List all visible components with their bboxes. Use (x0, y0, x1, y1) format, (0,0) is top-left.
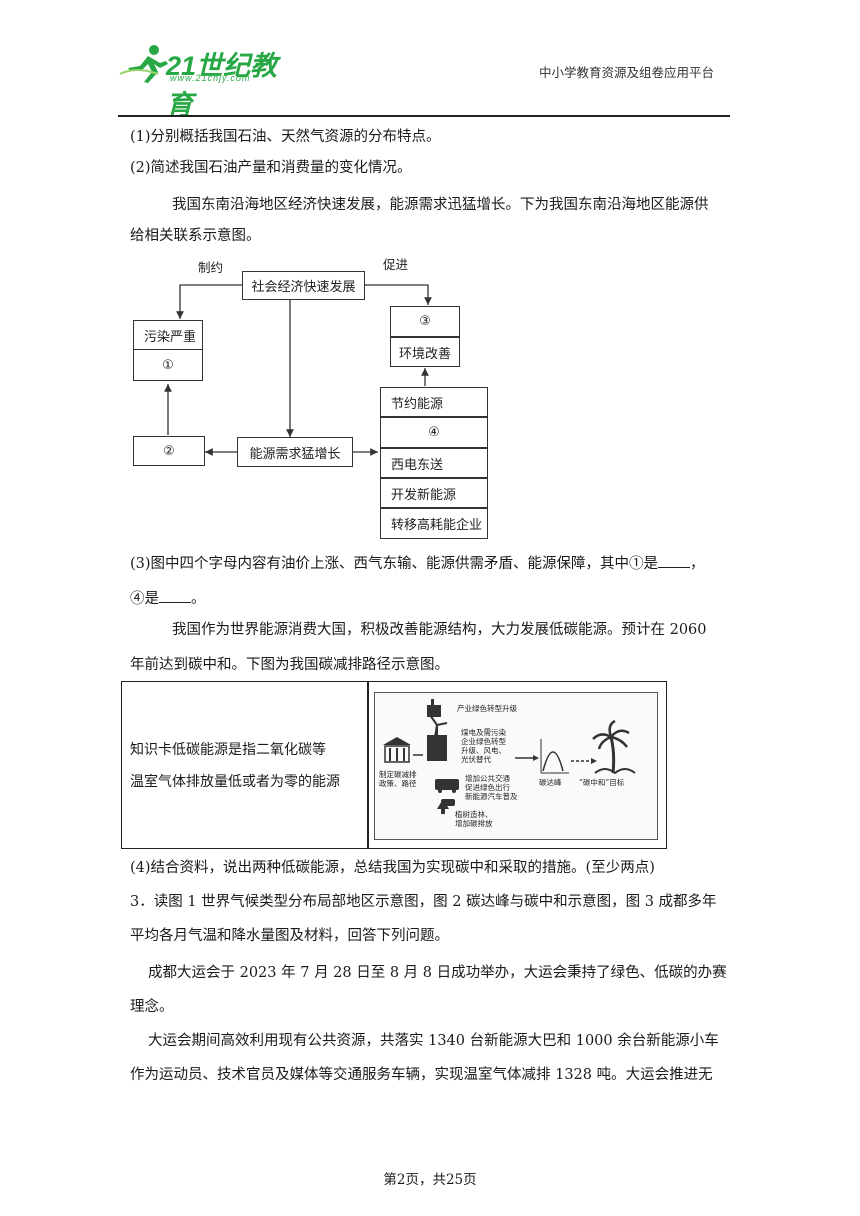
paragraph-2-line-2: 年前达到碳中和。下图为我国碳减排路径示意图。 (130, 657, 449, 673)
box-4: ④ (380, 417, 488, 448)
paragraph-2-line-1: 我国作为世界能源消费大国，积极改善能源结构，大力发展低碳能源。预计在 2060 (172, 622, 707, 638)
header-platform-text: 中小学教育资源及组卷应用平台 (539, 65, 715, 80)
figure-label-plant-2: 增加碳排放 (455, 819, 493, 828)
intro-paragraph-line-1: 我国东南沿海地区经济快速发展，能源需求迅猛增长。下为我国东南沿海地区能源供 (172, 197, 709, 213)
question-3-line-1: (3)图中四个字母内容有油价上涨、西气东输、能源供需矛盾、能源保障，其中①是 ， (130, 553, 705, 574)
figure-label-plant-1: 植树造林、 (455, 810, 493, 819)
factory-icon (427, 699, 441, 717)
question-three-line-2: 平均各月气温和降水量图及材料，回答下列问题。 (130, 928, 449, 944)
answer-blank-1[interactable] (658, 553, 691, 568)
figure-label-neutral: “碳中和”目标 (579, 778, 625, 787)
figure-label-transport-1: 增加公共交通 (465, 774, 510, 783)
question-3-text: (3)图中四个字母内容有油价上涨、西气东输、能源供需矛盾、能源保障，其中①是 (130, 556, 659, 572)
question-3-comma: ， (690, 556, 705, 572)
label-promote: 促进 (383, 257, 409, 272)
logo-url: www.21cnjy.com (170, 73, 251, 83)
box-1: ① (133, 349, 203, 381)
power-plant-icon (427, 735, 447, 761)
box-energy-demand: 能源需求猛增长 (237, 437, 353, 467)
figure-label-policy-2: 政策、路径 (379, 779, 417, 788)
figure-label-peak: 碳达峰 (539, 778, 562, 787)
label-constrain: 制约 (198, 260, 224, 275)
runner-logo-icon (119, 45, 168, 83)
answer-blank-4[interactable] (159, 588, 191, 603)
header-rule (118, 115, 730, 117)
question-2: (2)简述我国石油产量和消费量的变化情况。 (130, 160, 412, 176)
peak-curve-icon (540, 739, 569, 774)
material-2-line-2: 作为运动员、技术官员及媒体等交通服务车辆，实现温室气体减排 1328 吨。大运会… (130, 1067, 713, 1083)
knowledge-card-line-2: 温室气体排放量低或者为零的能源 (130, 774, 340, 790)
question-3-text-2: ④是 (130, 591, 159, 607)
box-environment: 环境改善 (390, 337, 460, 367)
box-pollution: 污染严重 (133, 320, 203, 350)
tree-icon (437, 799, 449, 814)
palm-tree-icon (592, 719, 636, 775)
question-4: (4)结合资料，说出两种低碳能源，总结我国为实现碳中和采取的措施。(至少两点) (130, 860, 655, 876)
box-transfer-industry: 转移高耗能企业 (380, 508, 488, 539)
site-logo: 21世纪教育 www.21cnjy.com (118, 42, 288, 120)
box-social-economy: 社会经济快速发展 (242, 271, 365, 300)
carbon-path-figure: 产业绿色转型升级 煤电及需污染 企业绿色转型 升级、风电、 光伏替代 制定碳减排… (374, 692, 658, 840)
table-divider (367, 681, 369, 849)
carbon-path-graphics (383, 699, 636, 814)
material-1-line-2: 理念。 (130, 999, 174, 1015)
question-3-line-2: ④是 。 (130, 588, 206, 609)
figure-label-transport-2: 促进绿色出行 (465, 783, 510, 792)
knowledge-card-line-1: 知识卡低碳能源是指二氧化碳等 (130, 742, 326, 758)
government-building-icon (383, 737, 411, 763)
page-footer: 第2页，共25页 (383, 1172, 477, 1188)
figure-label-energy-1: 煤电及需污染 (461, 728, 506, 737)
box-west-east: 西电东送 (380, 448, 488, 478)
box-save-energy: 节约能源 (380, 387, 488, 417)
question-1: (1)分别概括我国石油、天然气资源的分布特点。 (130, 129, 441, 145)
diagram-connectors (164, 284, 432, 456)
material-1-line-1: 成都大运会于 2023 年 7 月 28 日至 8 月 8 日成功举办，大运会秉… (148, 965, 727, 981)
material-2-line-1: 大运会期间高效利用现有公共资源，共落实 1340 台新能源大巴和 1000 余台… (148, 1033, 719, 1049)
knowledge-table (121, 681, 667, 849)
logo-text: 21世纪教育 (166, 51, 278, 120)
intro-paragraph-line-2: 给相关联系示意图。 (130, 228, 261, 244)
question-3-period: 。 (191, 591, 206, 607)
box-new-energy: 开发新能源 (380, 478, 488, 508)
box-3: ③ (390, 306, 460, 337)
figure-label-policy-1: 制定碳减排 (379, 770, 417, 779)
figure-label-transport-3: 新能源汽车普及 (465, 792, 518, 801)
figure-label-industry: 产业绿色转型升级 (457, 704, 517, 713)
figure-label-energy-3: 升级、风电、 (461, 746, 506, 755)
question-three-line-1: 3．读图 1 世界气候类型分布局部地区示意图，图 2 碳达峰与碳中和示意图，图 … (130, 894, 717, 910)
energy-flow-diagram: 制约 促进 社会经济快速发展 污染严重 ① ③ 环境改善 ② 能源需求猛增长 节… (125, 252, 495, 544)
figure-label-energy-2: 企业绿色转型 (461, 737, 506, 746)
box-2: ② (133, 436, 205, 466)
bus-icon (435, 779, 459, 793)
figure-label-energy-4: 光伏替代 (461, 755, 491, 764)
